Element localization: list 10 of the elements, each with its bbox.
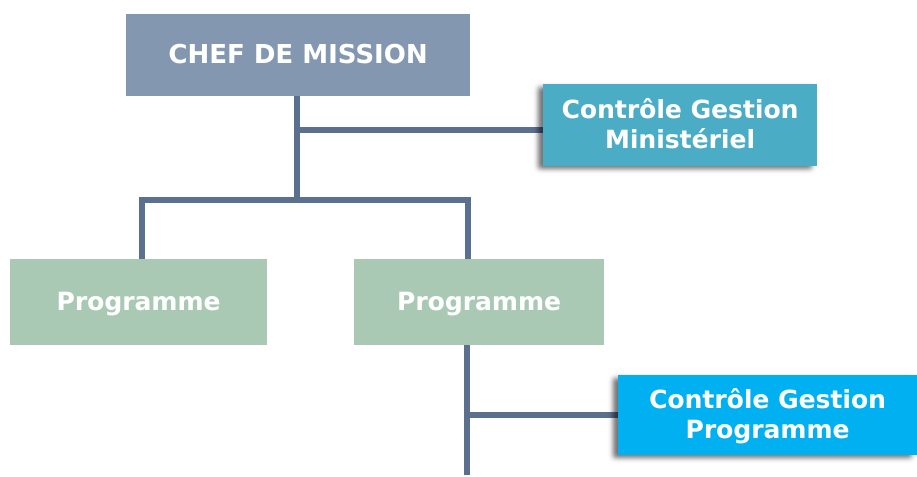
- box-label: Contrôle Gestion Programme: [648, 385, 887, 445]
- org-box: [618, 375, 917, 455]
- box-label: Contrôle Gestion Ministériel: [560, 95, 800, 155]
- org-box: [354, 259, 604, 345]
- box-label: Programme: [56, 286, 220, 318]
- box-label: CHEF DE MISSION: [168, 38, 428, 72]
- org-box: [126, 14, 470, 96]
- org-box: [10, 259, 267, 345]
- box-label: Programme: [397, 286, 561, 318]
- org-box: [543, 84, 817, 166]
